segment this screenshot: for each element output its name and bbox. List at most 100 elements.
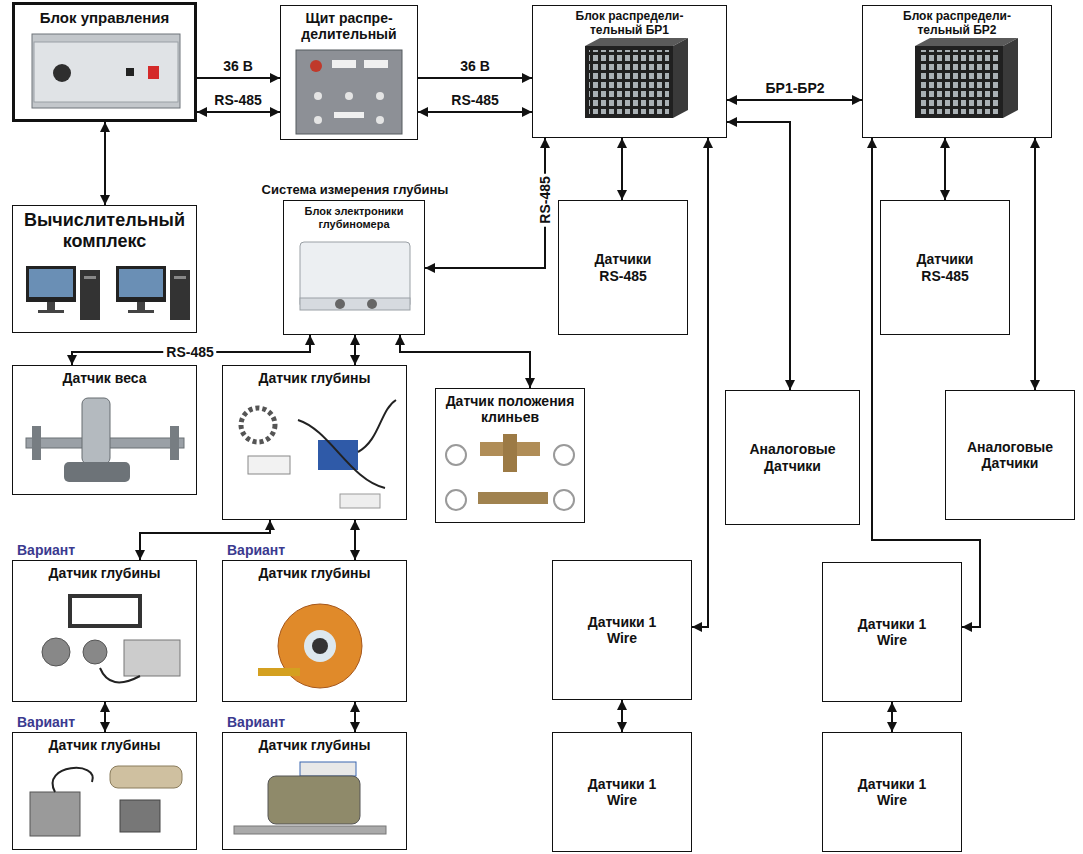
sensor-box: Датчик положения клиньев (435, 388, 585, 523)
box-content: Датчики RS-485 (881, 201, 1009, 334)
box-content: Датчики 1 Wire (553, 561, 691, 699)
connector-arrow (418, 111, 532, 113)
node-title: Блок электроники глубиномера (294, 205, 414, 230)
sensor-box: Датчик веса (12, 365, 197, 495)
node-title: Датчик глубины (259, 565, 371, 581)
node-title: Блок управления (40, 9, 170, 26)
connector-arrow (727, 99, 862, 101)
signal-label: RS-485 (163, 344, 216, 361)
electronics-box-side (300, 298, 410, 310)
box-content: Датчики RS-485 (559, 201, 687, 334)
encoder-hub (304, 630, 336, 662)
box-content: Щит распре- делительный (281, 6, 417, 139)
sensor-group-box: Датчики 1 Wire (552, 560, 692, 700)
connector-group (72, 78, 1035, 732)
panel-plate (364, 60, 388, 68)
sensor-group-box: Датчики 1 Wire (552, 732, 692, 852)
monitor-base (128, 310, 154, 313)
distribution-unit-box: Блок распредели- тельный БР1 (532, 5, 727, 138)
box-content: Датчик глубины (13, 733, 196, 849)
box-content: Блок распредели- тельный БР2 (863, 6, 1051, 137)
connector-arrow (944, 138, 946, 200)
sensor-plate (300, 762, 356, 776)
connector-arrow (400, 335, 530, 388)
panel-toggle (314, 92, 322, 100)
monitor (116, 266, 166, 302)
sensor-cable (358, 400, 396, 452)
connector-arrow (104, 122, 106, 205)
hose-clamp (446, 445, 466, 465)
control-unit-box: Блок управления (12, 2, 197, 122)
box-content: Датчики 1 Wire (823, 563, 961, 701)
node-title: Датчики 1 Wire (582, 776, 662, 808)
sensor-variant-box: ВариантДатчик глубины (222, 732, 407, 850)
monitor-screen (119, 269, 163, 297)
box-top (585, 38, 688, 46)
sensor-head (120, 800, 160, 832)
node-heading: Вариант (17, 542, 75, 558)
sensor-variant-box: ВариантДатчик глубины (12, 560, 197, 702)
node-heading: Вариант (227, 542, 285, 558)
device-panel (34, 42, 178, 102)
box-content: Датчик глубины (223, 366, 406, 519)
panel-toggle (314, 116, 322, 124)
connector-arrow (891, 702, 893, 732)
box-content: Блок управления (15, 5, 194, 119)
connector-arrow (72, 335, 310, 365)
node-title: Датчик веса (62, 370, 146, 386)
box-content: Датчик веса (13, 366, 196, 494)
sensor-shaft (234, 826, 386, 834)
box-front (915, 46, 1003, 118)
sensor-clamp (32, 426, 41, 460)
signal-label: RS-485 (537, 173, 554, 226)
brass-tee (503, 434, 517, 472)
hose-clamp (554, 445, 574, 465)
node-title: Датчики RS-485 (905, 251, 985, 283)
panel-plate (332, 60, 356, 68)
monitor-stand (137, 302, 145, 310)
monitor (26, 266, 76, 302)
sensor-box: Датчик глубины (222, 365, 407, 520)
hose-clamp (554, 490, 574, 510)
box-content: Датчики 1 Wire (553, 733, 691, 851)
sensor-body (64, 462, 130, 482)
panel-toggle (345, 92, 353, 100)
connector-arrow (621, 700, 623, 732)
distribution-unit-box: Блок распредели- тельный БР2 (862, 5, 1052, 138)
connector-grid (589, 50, 669, 114)
node-heading: Вариант (17, 714, 75, 730)
node-title: Блок распредели- тельный БР2 (892, 10, 1022, 38)
box-content: Аналоговые Датчики (946, 391, 1074, 519)
signal-label: БР1-БР2 (762, 80, 827, 97)
box-content: Датчик положения клиньев (436, 389, 584, 522)
box-top (915, 38, 1018, 46)
sensor-cylinder (82, 398, 110, 464)
node-title: Датчик глубины (49, 565, 161, 581)
sensor-group-box: Датчики RS-485 (558, 200, 688, 335)
sensor-variant-box: ВариантДатчик глубины (12, 732, 197, 850)
encoder-axle (312, 638, 328, 654)
panel-plate (334, 112, 364, 118)
box-front (585, 46, 673, 118)
depth-electronics-box: Система измерения глубиныБлок электроник… (283, 200, 425, 335)
sensor-connector (340, 494, 380, 508)
power-switch (148, 66, 159, 79)
sensor-box (30, 792, 80, 836)
panel-housing (296, 50, 402, 134)
signal-label: 36 В (220, 58, 256, 75)
connector-arrow (354, 520, 356, 560)
node-heading: Вариант (227, 714, 285, 730)
sensor-group-box: Датчики 1 Wire (822, 732, 962, 852)
sensor-cable (298, 420, 385, 488)
sensor-variant-box: ВариантДатчик глубины (222, 560, 407, 702)
sensor-roller (248, 456, 290, 474)
distribution-panel-box: Щит распре- делительный (280, 5, 418, 140)
node-title: Датчик положения клиньев (442, 393, 578, 425)
connector-grid (919, 50, 999, 114)
sensor-cylinder (268, 776, 360, 824)
box-side (673, 38, 688, 118)
brass-rod (478, 492, 548, 504)
device-knob (53, 64, 71, 82)
